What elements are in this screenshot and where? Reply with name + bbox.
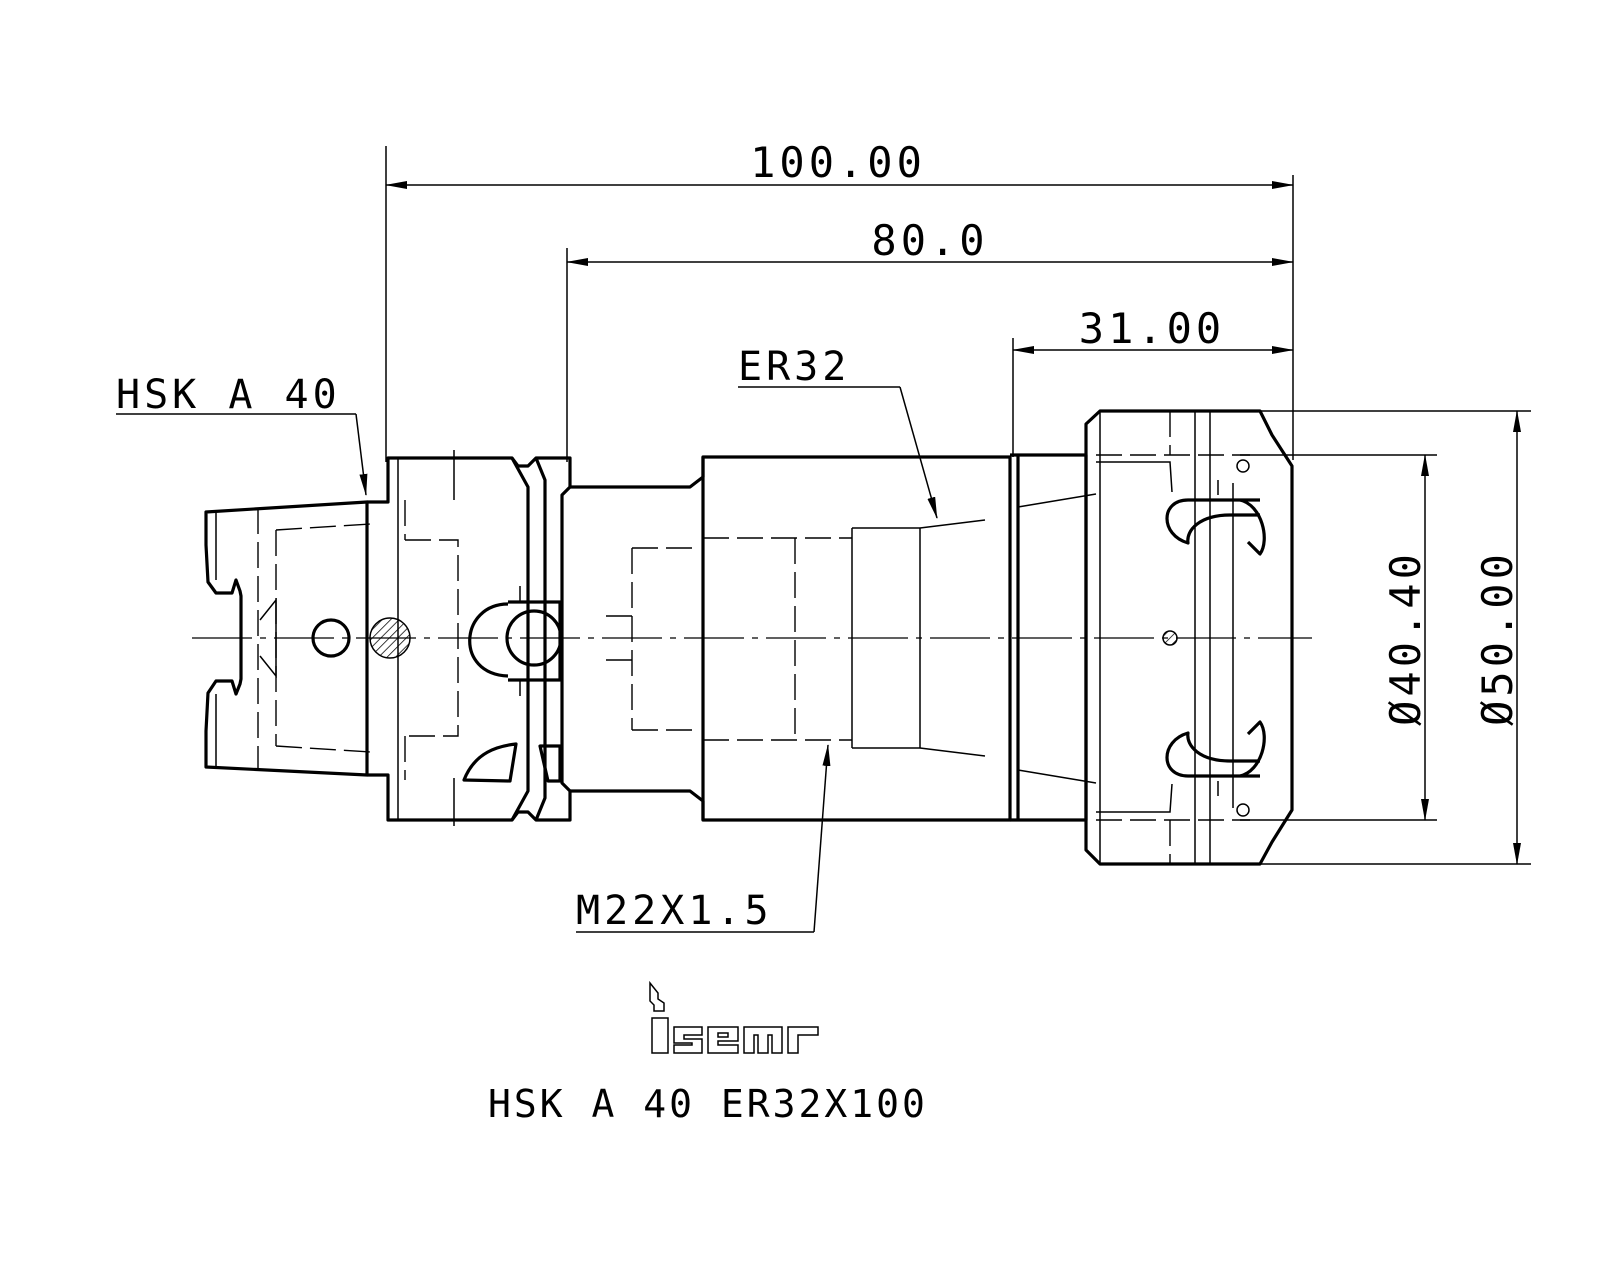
thread-label: M22X1.5	[576, 888, 773, 934]
gauge-length-value: 80.0	[871, 216, 988, 265]
drawing-title: HSK A 40 ER32X100	[488, 1082, 928, 1126]
flange	[367, 450, 572, 826]
nut-diameter-inner-value: Ø40.40	[1381, 550, 1430, 726]
drive-hole	[311, 618, 351, 658]
dimension-overall-length: 100.00	[385, 138, 1294, 462]
label-shank: HSK A 40	[116, 372, 368, 496]
nut-diameter-outer-value: Ø50.00	[1473, 550, 1522, 726]
dimension-nut-length: 31.00	[1012, 304, 1294, 457]
ball-section-hatched	[369, 617, 411, 659]
er-collet-nut	[1010, 409, 1294, 866]
dimension-nut-diameter-inner: Ø40.40	[1240, 454, 1437, 821]
label-collet: ER32	[738, 344, 938, 519]
dimension-gauge-length: 80.0	[566, 216, 1294, 462]
dimension-nut-diameter-outer: Ø50.00	[1240, 410, 1531, 865]
nut-length-value: 31.00	[1079, 304, 1225, 353]
overall-length-value: 100.00	[750, 138, 926, 187]
collet-label: ER32	[738, 344, 850, 390]
shank-label: HSK A 40	[116, 372, 341, 418]
label-thread: M22X1.5	[576, 744, 831, 934]
iscar-logo	[649, 980, 819, 1054]
hsk-shank	[204, 500, 371, 777]
